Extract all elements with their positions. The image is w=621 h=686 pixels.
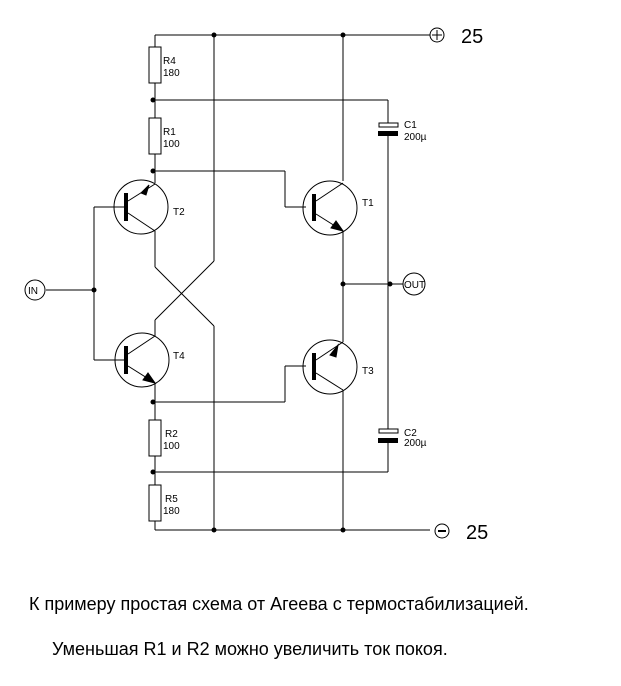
caption-line-1: К примеру простая схема от Агеева с терм… <box>29 594 529 614</box>
input-label: IN <box>28 286 38 297</box>
negative-supply-label: 25 <box>466 522 488 544</box>
r5-ref: R5 <box>165 494 178 505</box>
negative-supply-terminal: 25 <box>434 522 488 544</box>
r1-ref: R1 <box>163 127 176 138</box>
r1-value: 100 <box>163 139 180 150</box>
r5-value: 180 <box>163 506 180 517</box>
t1-ref: T1 <box>362 198 374 209</box>
caption-line-2: Уменьшая R1 и R2 можно увеличить ток пок… <box>52 639 448 659</box>
positive-supply-terminal: 25 <box>429 26 483 48</box>
junction-dot <box>387 281 393 287</box>
minus-icon <box>434 523 450 539</box>
t2-ref: T2 <box>173 207 185 218</box>
output-label: OUT <box>404 280 425 291</box>
transistor-t1: T1 <box>302 180 374 236</box>
c2-ref: C2 <box>404 428 417 439</box>
resistor-r5: R5 180 <box>148 484 180 522</box>
c2-value: 200µ <box>404 438 427 449</box>
r4-value: 180 <box>163 68 180 79</box>
t4-ref: T4 <box>173 351 185 362</box>
capacitor-c1: C1 200µ <box>378 120 427 143</box>
transistor-t4: T4 <box>114 332 185 388</box>
r2-value: 100 <box>163 441 180 452</box>
junction-dot <box>340 527 346 533</box>
emitter-arrow-icon <box>140 184 150 196</box>
r4-ref: R4 <box>163 56 176 67</box>
t3-ref: T3 <box>362 366 374 377</box>
r2-ref: R2 <box>165 429 178 440</box>
plus-icon <box>429 27 445 43</box>
positive-supply-label: 25 <box>461 26 483 48</box>
junction-dot <box>211 32 217 38</box>
input-terminal: IN <box>24 279 46 301</box>
emitter-arrow-icon <box>330 220 345 232</box>
junction-dot <box>340 32 346 38</box>
c1-value: 200µ <box>404 132 427 143</box>
resistor-r2: R2 100 <box>148 419 180 457</box>
c1-ref: C1 <box>404 120 417 131</box>
transistor-t3: T3 <box>302 339 374 395</box>
capacitor-c2: C2 200µ <box>378 428 427 449</box>
emitter-arrow-icon <box>142 372 157 384</box>
output-terminal: OUT <box>402 272 426 296</box>
resistor-r4: R4 180 <box>148 46 180 84</box>
emitter-arrow-icon <box>329 343 339 358</box>
resistor-r1: R1 100 <box>148 117 180 155</box>
junction-dot <box>211 527 217 533</box>
